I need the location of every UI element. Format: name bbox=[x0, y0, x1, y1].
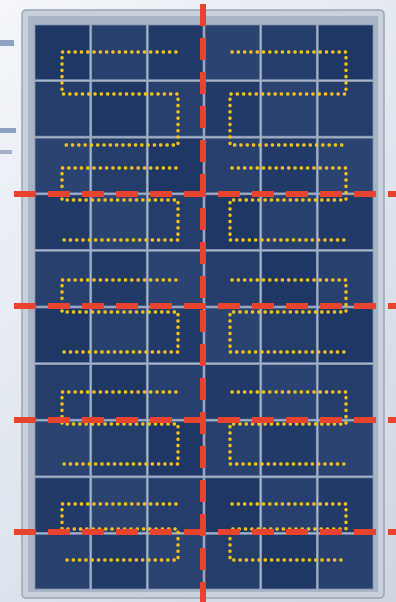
solar-cell bbox=[205, 534, 260, 589]
solar-cell bbox=[35, 138, 90, 193]
solar-cell bbox=[262, 534, 317, 589]
solar-cell bbox=[205, 308, 260, 363]
solar-cell bbox=[205, 195, 260, 250]
solar-cell bbox=[318, 195, 373, 250]
solar-cell bbox=[148, 195, 203, 250]
bg-mark bbox=[0, 150, 12, 154]
solar-cell bbox=[262, 308, 317, 363]
solar-cell bbox=[148, 138, 203, 193]
bg-mark bbox=[0, 128, 16, 133]
solar-cell bbox=[205, 138, 260, 193]
solar-cell bbox=[262, 82, 317, 137]
solar-cell bbox=[318, 138, 373, 193]
solar-cell bbox=[262, 421, 317, 476]
solar-cell bbox=[35, 195, 90, 250]
solar-cell bbox=[35, 534, 90, 589]
solar-cell bbox=[92, 308, 147, 363]
solar-cell bbox=[148, 421, 203, 476]
solar-cell bbox=[148, 308, 203, 363]
solar-cell bbox=[148, 82, 203, 137]
bg-mark bbox=[0, 40, 14, 46]
solar-cell bbox=[92, 534, 147, 589]
solar-cell bbox=[318, 534, 373, 589]
solar-cell bbox=[262, 138, 317, 193]
solar-cell bbox=[92, 195, 147, 250]
solar-cell bbox=[318, 421, 373, 476]
solar-cell bbox=[92, 82, 147, 137]
solar-cell bbox=[205, 421, 260, 476]
solar-cell bbox=[92, 138, 147, 193]
solar-cell bbox=[92, 421, 147, 476]
solar-cell bbox=[35, 421, 90, 476]
solar-cell bbox=[262, 195, 317, 250]
solar-cell bbox=[205, 82, 260, 137]
solar-cell bbox=[148, 534, 203, 589]
solar-cell bbox=[318, 308, 373, 363]
background-decoration bbox=[0, 40, 16, 154]
solar-cell bbox=[35, 308, 90, 363]
